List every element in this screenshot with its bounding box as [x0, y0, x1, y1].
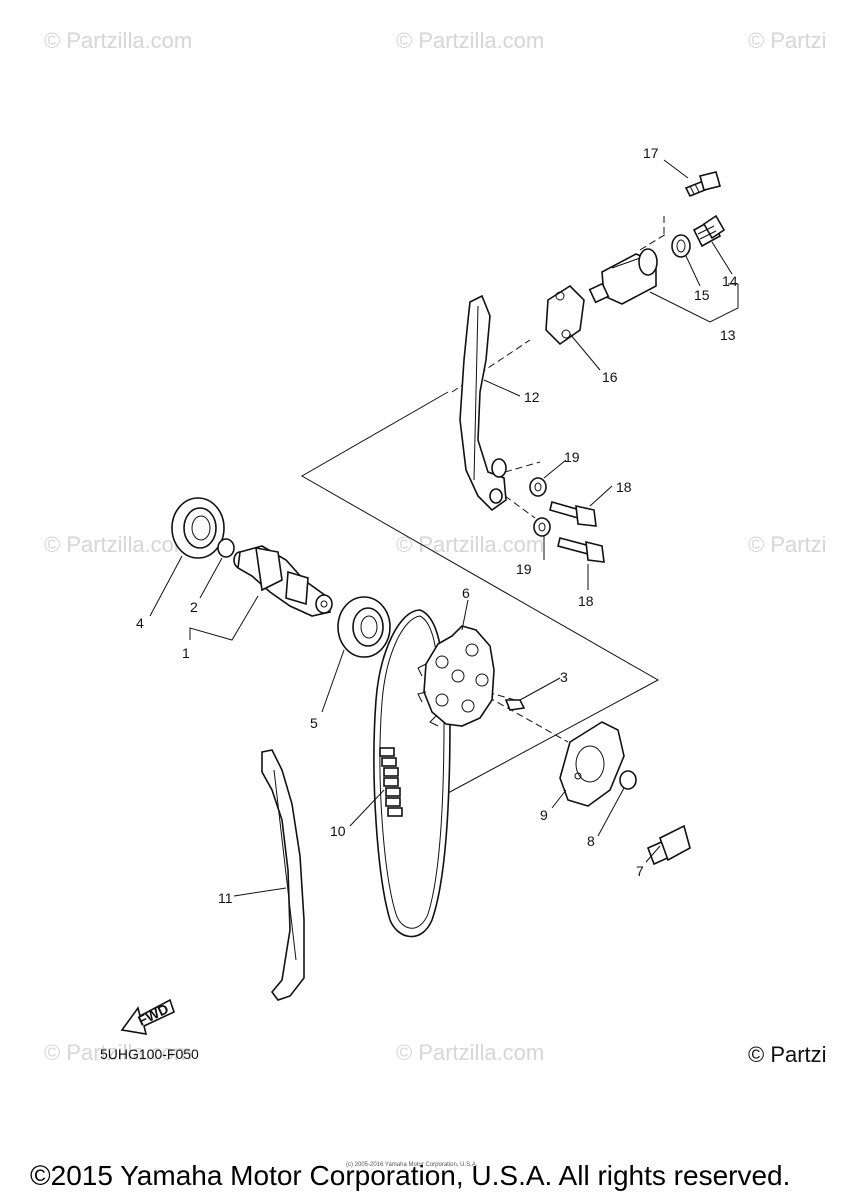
small-copyright: (c) 2005-2016 Yamaha Motor Corporation, … — [346, 1162, 478, 1168]
guide-bolt-18b — [557, 537, 605, 563]
callout-11: 11 — [218, 890, 233, 906]
callout-18b: 18 — [578, 593, 594, 609]
tensioner-gasket — [545, 284, 585, 346]
callout-2: 2 — [190, 599, 198, 615]
callout-4: 4 — [136, 615, 144, 631]
callout-7: 7 — [636, 863, 644, 879]
washer-19b-hole — [538, 522, 546, 532]
circlip-2 — [217, 538, 235, 558]
chain-links — [379, 747, 403, 817]
callout-1: 1 — [182, 645, 190, 661]
callout-8: 8 — [587, 833, 595, 849]
callout-3: 3 — [560, 669, 568, 685]
washer-19a-hole — [534, 482, 542, 492]
washer-8 — [619, 770, 637, 790]
sprocket-bolt — [646, 824, 691, 866]
watermark: © Partzilla.com — [44, 28, 193, 53]
callout-18a: 18 — [616, 479, 632, 495]
callout-15: 15 — [694, 287, 710, 303]
bearing-5 — [337, 596, 391, 658]
watermark: © Partzi — [748, 28, 827, 53]
chain-tensioner-guide — [459, 294, 507, 512]
watermark: © Partzilla.com — [396, 1040, 545, 1065]
guide-bolt-18a — [549, 501, 597, 527]
diagram-code: 5UHG100-F050 — [100, 1046, 199, 1062]
callouts: 17 14 15 13 16 12 19 18 19 18 6 3 4 2 1 … — [136, 145, 738, 906]
forward-arrow-icon: FWD — [120, 998, 175, 1035]
chain-tensioner-assembly — [588, 234, 691, 305]
watermark: © Partzilla.com — [44, 1040, 193, 1065]
tensioner-cap-bolt — [692, 214, 726, 248]
leader-lines — [149, 159, 739, 897]
cam-sprocket — [417, 625, 495, 727]
bearing-4 — [171, 497, 225, 559]
partzilla-watermark-corner: © Partzi — [748, 1042, 827, 1067]
callout-9: 9 — [540, 807, 548, 823]
callout-19b: 19 — [516, 561, 532, 577]
callout-6: 6 — [462, 585, 470, 601]
callout-10: 10 — [330, 823, 346, 839]
footer-copyright: ©2015 Yamaha Motor Corporation, U.S.A. A… — [30, 1160, 791, 1191]
chain-guide — [261, 749, 305, 1001]
callout-12: 12 — [524, 389, 540, 405]
watermark: © Partzilla.com — [44, 532, 193, 557]
washer-19b — [533, 517, 551, 537]
callout-13: 13 — [720, 327, 736, 343]
camshaft — [233, 545, 333, 617]
cam-plate — [559, 721, 625, 807]
callout-16: 16 — [602, 369, 618, 385]
watermark: © Partzi — [748, 532, 827, 557]
callout-5: 5 — [310, 715, 318, 731]
tensioner-bolt — [684, 171, 721, 198]
dowel-pin — [504, 699, 526, 711]
watermark: © Partzilla.com — [396, 28, 545, 53]
callout-19a: 19 — [564, 449, 580, 465]
washer-19a — [529, 477, 547, 497]
callout-17: 17 — [643, 145, 659, 161]
fwd-label: FWD — [135, 1000, 171, 1028]
callout-14: 14 — [722, 273, 738, 289]
